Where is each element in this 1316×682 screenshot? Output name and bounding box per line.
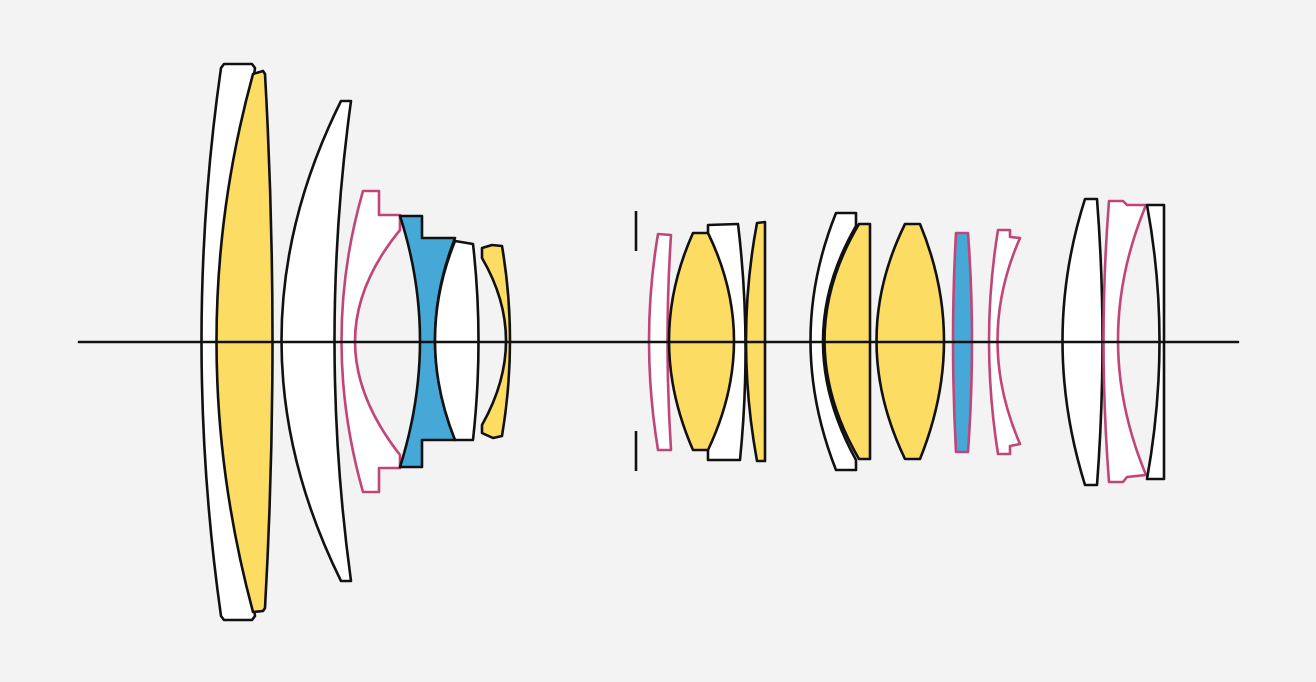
lens-element-6-white bbox=[433, 239, 480, 442]
lens-element-12-white bbox=[809, 211, 858, 472]
lens-element-19-white bbox=[1145, 203, 1166, 481]
lens-element-10-white bbox=[706, 222, 747, 462]
lens-element-4-aspherical bbox=[340, 189, 402, 494]
lens-element-7-yellow bbox=[480, 243, 512, 440]
lens-element-16-aspherical bbox=[987, 228, 1022, 456]
lens-element-18-aspherical bbox=[1102, 199, 1148, 484]
